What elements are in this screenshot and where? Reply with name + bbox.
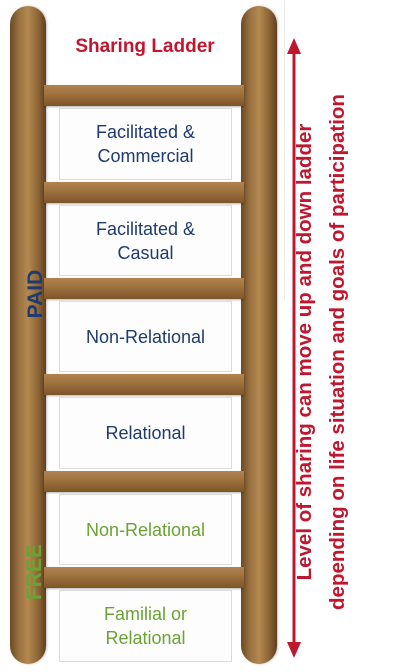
ladder-rung [44,374,244,395]
ladder-rung [44,471,244,492]
ladder-rung [44,567,244,588]
ladder-explanation-note: Level of sharing can move up and down la… [288,32,368,672]
double-headed-arrow-icon [287,38,301,658]
ladder-rung [44,182,244,203]
paid-group-label: PAID [24,269,47,319]
divider-line [284,0,285,300]
step-label: Non-Relational [85,519,206,540]
step-label: Facilitated & Casual [95,218,196,263]
ladder-rung [44,85,244,106]
ladder-rung [44,278,244,299]
step-facilitated-commercial: Facilitated & Commercial [59,108,232,180]
step-label: Non-Relational [85,326,206,347]
step-label: Familial or Relational [103,604,187,648]
ladder-title: Sharing Ladder [75,36,215,57]
step-free-familial-relational: Familial or Relational [59,590,232,662]
ladder-left-rail [10,6,46,664]
note-line-2: depending on life situation and goals of… [326,94,349,610]
step-label: Relational [105,423,186,443]
step-free-non-relational: Non-Relational [59,494,232,565]
ladder-right-rail [241,6,277,664]
step-paid-relational: Relational [59,397,232,469]
note-line-1: Level of sharing can move up and down la… [293,123,316,581]
step-facilitated-casual: Facilitated & Casual [59,205,232,276]
free-group-label: FREE [23,544,46,601]
step-paid-non-relational: Non-Relational [59,301,232,372]
step-label: Facilitated & Commercial [95,122,196,166]
